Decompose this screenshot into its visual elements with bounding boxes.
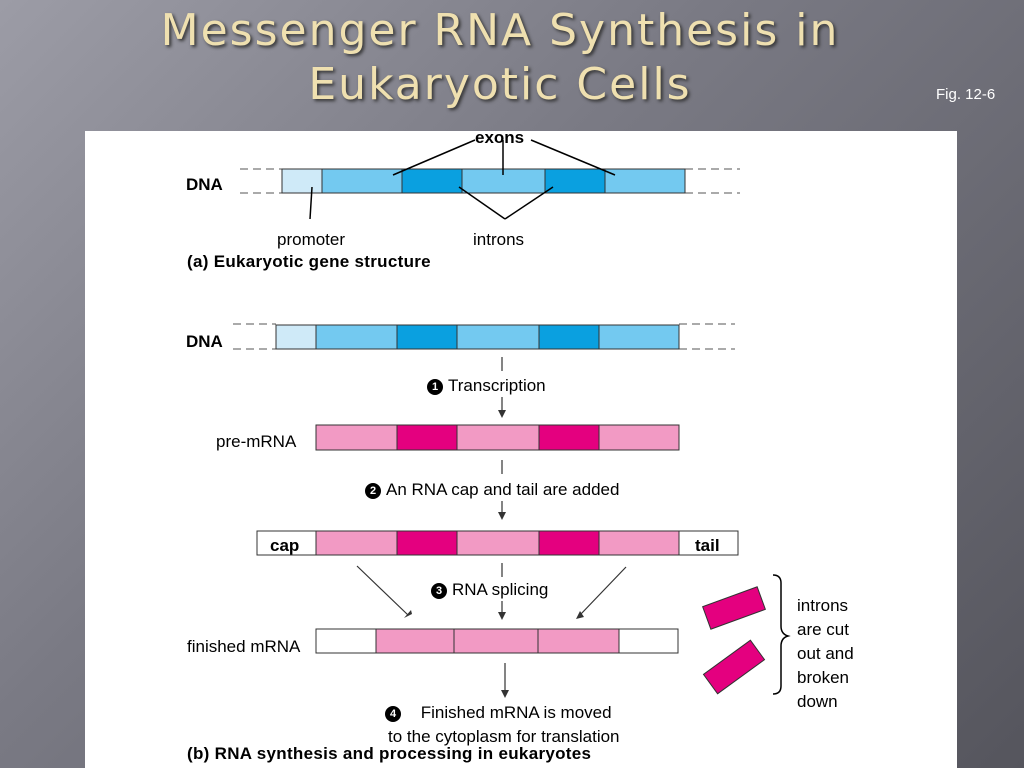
pre-mrna-exon-2 bbox=[456, 424, 540, 451]
step-4-number: 4 bbox=[385, 706, 401, 722]
diagram-panel: exons DNA promoter introns (a) Eukaryoti… bbox=[85, 128, 957, 768]
dna-b-exon-2 bbox=[456, 324, 540, 350]
diagram-graphics bbox=[233, 139, 791, 698]
arrow-cap-tail bbox=[498, 460, 506, 520]
capped-mrna-strand bbox=[256, 530, 739, 556]
step-2-number: 2 bbox=[365, 483, 381, 499]
dna-a-intron-1 bbox=[401, 168, 463, 194]
step-3: 3 RNA splicing bbox=[431, 580, 548, 600]
dna-a-promoter bbox=[281, 168, 323, 194]
step-4: 4 Finished mRNA is moved bbox=[385, 703, 612, 723]
step-1-text: Transcription bbox=[448, 376, 546, 395]
arrow-to-cytoplasm bbox=[501, 663, 509, 698]
dna-strand-a bbox=[240, 168, 740, 194]
dna-a-exon-3 bbox=[604, 168, 686, 194]
introns-label: introns bbox=[473, 230, 525, 249]
cap-box bbox=[256, 530, 317, 556]
dna-b-promoter bbox=[275, 324, 317, 350]
step-4-text: Finished mRNA is moved bbox=[420, 703, 612, 722]
dna-label-b: DNA bbox=[186, 332, 223, 351]
step-1-number: 1 bbox=[427, 379, 443, 395]
dna-b-exon-1 bbox=[315, 324, 398, 350]
capped-exon-1 bbox=[315, 530, 398, 556]
pre-mrna-exon-1 bbox=[315, 424, 398, 451]
finished-mrna-label: finished mRNA bbox=[187, 637, 301, 656]
capped-exon-3 bbox=[598, 530, 680, 556]
arrows-splicing bbox=[356, 563, 627, 620]
figure-label: Fig. 12-6 bbox=[936, 86, 996, 103]
finished-cap bbox=[315, 628, 377, 654]
promoter-pointer bbox=[309, 186, 313, 220]
dna-b-intron-1 bbox=[396, 324, 458, 350]
finished-exon-2 bbox=[453, 628, 539, 654]
introns-brace bbox=[772, 574, 791, 695]
dna-b-exon-3 bbox=[598, 324, 680, 350]
caption-b: (b) RNA synthesis and processing in euka… bbox=[187, 744, 592, 763]
introns-note-line-1: introns bbox=[797, 596, 849, 615]
dna-a-intron-2 bbox=[544, 168, 606, 194]
arrow-transcription bbox=[498, 357, 506, 418]
capped-exon-2 bbox=[456, 530, 540, 556]
finished-mrna-strand bbox=[315, 628, 679, 654]
caption-a: (a) Eukaryotic gene structure bbox=[187, 252, 431, 271]
introns-note-line-4: broken bbox=[797, 668, 849, 687]
introns-note-line-3: out and bbox=[797, 644, 854, 663]
introns-note-line-2: are cut bbox=[797, 620, 849, 639]
slide-title-line-1: Messenger RNA Synthesis in bbox=[160, 5, 840, 56]
promoter-label: promoter bbox=[277, 230, 346, 249]
step-4-text-line-2: to the cytoplasm for translation bbox=[388, 727, 620, 746]
dna-strand-b bbox=[233, 323, 735, 350]
cut-intron-2 bbox=[702, 639, 766, 695]
finished-exon-1 bbox=[375, 628, 455, 654]
slide-title-line-2: Eukaryotic Cells bbox=[308, 59, 692, 110]
pre-mrna-exon-3 bbox=[598, 424, 680, 451]
introns-note: introns are cut out and broken down bbox=[797, 594, 854, 714]
pre-mrna-label: pre-mRNA bbox=[216, 432, 297, 451]
step-3-number: 3 bbox=[431, 583, 447, 599]
dna-b-intron-2 bbox=[538, 324, 600, 350]
finished-tail bbox=[618, 628, 679, 654]
capped-intron-1 bbox=[396, 530, 458, 556]
tail-label: tail bbox=[695, 536, 720, 555]
tail-box bbox=[678, 530, 739, 556]
finished-exon-3 bbox=[537, 628, 620, 654]
cut-intron-1 bbox=[702, 586, 766, 630]
introns-note-line-5: down bbox=[797, 692, 838, 711]
step-2-text: An RNA cap and tail are added bbox=[386, 480, 620, 499]
dna-label-a: DNA bbox=[186, 175, 223, 194]
exon-pointers bbox=[392, 139, 616, 176]
exons-label: exons bbox=[475, 128, 525, 147]
step-3-text: RNA splicing bbox=[452, 580, 549, 599]
dna-a-exon-1 bbox=[321, 168, 403, 194]
pre-mrna-strand bbox=[315, 424, 680, 451]
intron-pointers bbox=[458, 186, 554, 220]
slide-title: Messenger RNA Synthesis in Eukaryotic Ce… bbox=[60, 4, 940, 112]
step-2: 2 An RNA cap and tail are added bbox=[365, 480, 619, 500]
cap-label: cap bbox=[270, 536, 300, 555]
capped-intron-2 bbox=[538, 530, 600, 556]
pre-mrna-intron-2 bbox=[538, 424, 600, 451]
step-1: 1 Transcription bbox=[427, 376, 546, 396]
pre-mrna-intron-1 bbox=[396, 424, 458, 451]
